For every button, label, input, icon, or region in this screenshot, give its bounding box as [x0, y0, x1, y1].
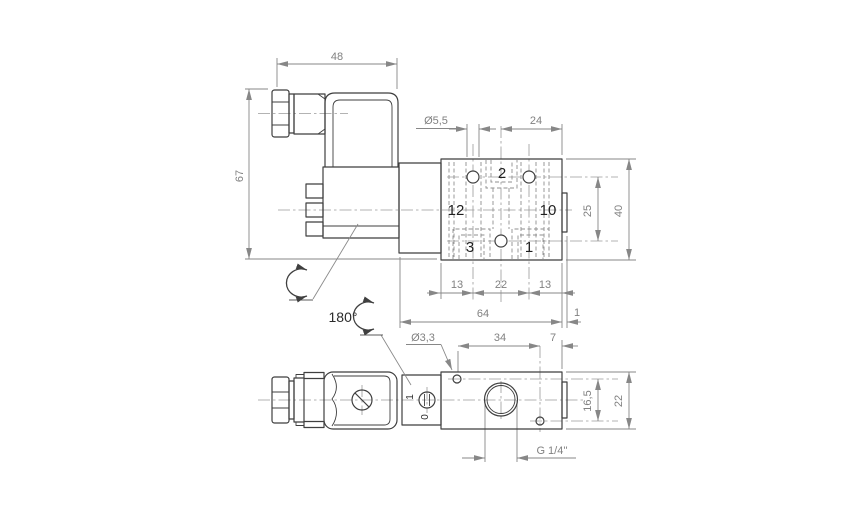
dim-hole-55: Ø5,5 [424, 115, 448, 127]
dim-24: 24 [530, 115, 542, 127]
end-view [440, 158, 568, 261]
solenoid-coil [322, 166, 400, 239]
port-1-label: 1 [525, 239, 533, 256]
rotation-180-label: 180° [329, 309, 358, 325]
din-connector-top [323, 371, 398, 430]
side-tab-top [561, 381, 568, 419]
armature-tube [398, 162, 442, 254]
annotations [285, 223, 412, 386]
dim-34: 34 [494, 332, 506, 344]
manual-override-screw [418, 391, 436, 409]
dim-48: 48 [331, 51, 343, 63]
port-thread-inner [486, 385, 516, 414]
port2-pocket [485, 160, 518, 189]
port-labels: 2 12 10 3 1 180° 1 0 [329, 165, 557, 420]
override-on-label: 1 [405, 394, 416, 400]
dim-25: 25 [582, 205, 594, 217]
port1-pocket [511, 228, 550, 259]
centerlines [258, 113, 618, 432]
connector-screw [351, 389, 373, 411]
rotation-arrow-icon [285, 263, 308, 303]
pilot-hole [535, 416, 545, 426]
dim-22-bottom: 22 [613, 395, 625, 407]
leader-line [380, 334, 412, 386]
side-view [271, 89, 442, 254]
port-2-label: 2 [498, 165, 506, 182]
dim-tab-1: 1 [574, 307, 580, 319]
leader-line [312, 223, 359, 300]
dim-7: 7 [550, 332, 556, 344]
mounting-hole [466, 170, 480, 184]
dim-40: 40 [613, 205, 625, 217]
mounting-hole [494, 234, 508, 248]
thread-label: G 1/4'' [536, 445, 567, 457]
hidden-lines [448, 160, 550, 259]
dim-64: 64 [477, 308, 489, 320]
gland-barrel [293, 93, 326, 135]
port-thread-outer [483, 382, 519, 417]
dim-13-left: 13 [451, 279, 463, 291]
dim-67: 67 [234, 170, 246, 182]
port-3-label: 3 [466, 239, 474, 256]
port-10-label: 10 [540, 202, 557, 219]
rotation-arrow-icon-180 [352, 296, 375, 336]
connector-tab [303, 420, 325, 429]
coil-rib [305, 183, 324, 199]
connector-tab [303, 371, 325, 380]
dim-13-right: 13 [539, 279, 551, 291]
dim-165: 16,5 [582, 390, 594, 411]
dim-hole-33: Ø3,3 [411, 332, 435, 344]
small-hole [452, 374, 462, 384]
bottom-view [271, 371, 568, 430]
dimension-text: 48 67 Ø5,5 24 25 40 13 22 13 64 1 Ø3,3 3… [234, 51, 625, 457]
coil-rib [305, 202, 324, 218]
dimension-lines [245, 58, 636, 462]
din-connector-housing [324, 92, 399, 167]
side-tab [561, 192, 568, 233]
override-off-label: 0 [420, 414, 431, 420]
dim-22: 22 [495, 279, 507, 291]
mounting-hole [522, 170, 536, 184]
port-12-label: 12 [448, 202, 465, 219]
coil-rib [305, 221, 324, 237]
port3-pocket [452, 228, 491, 259]
